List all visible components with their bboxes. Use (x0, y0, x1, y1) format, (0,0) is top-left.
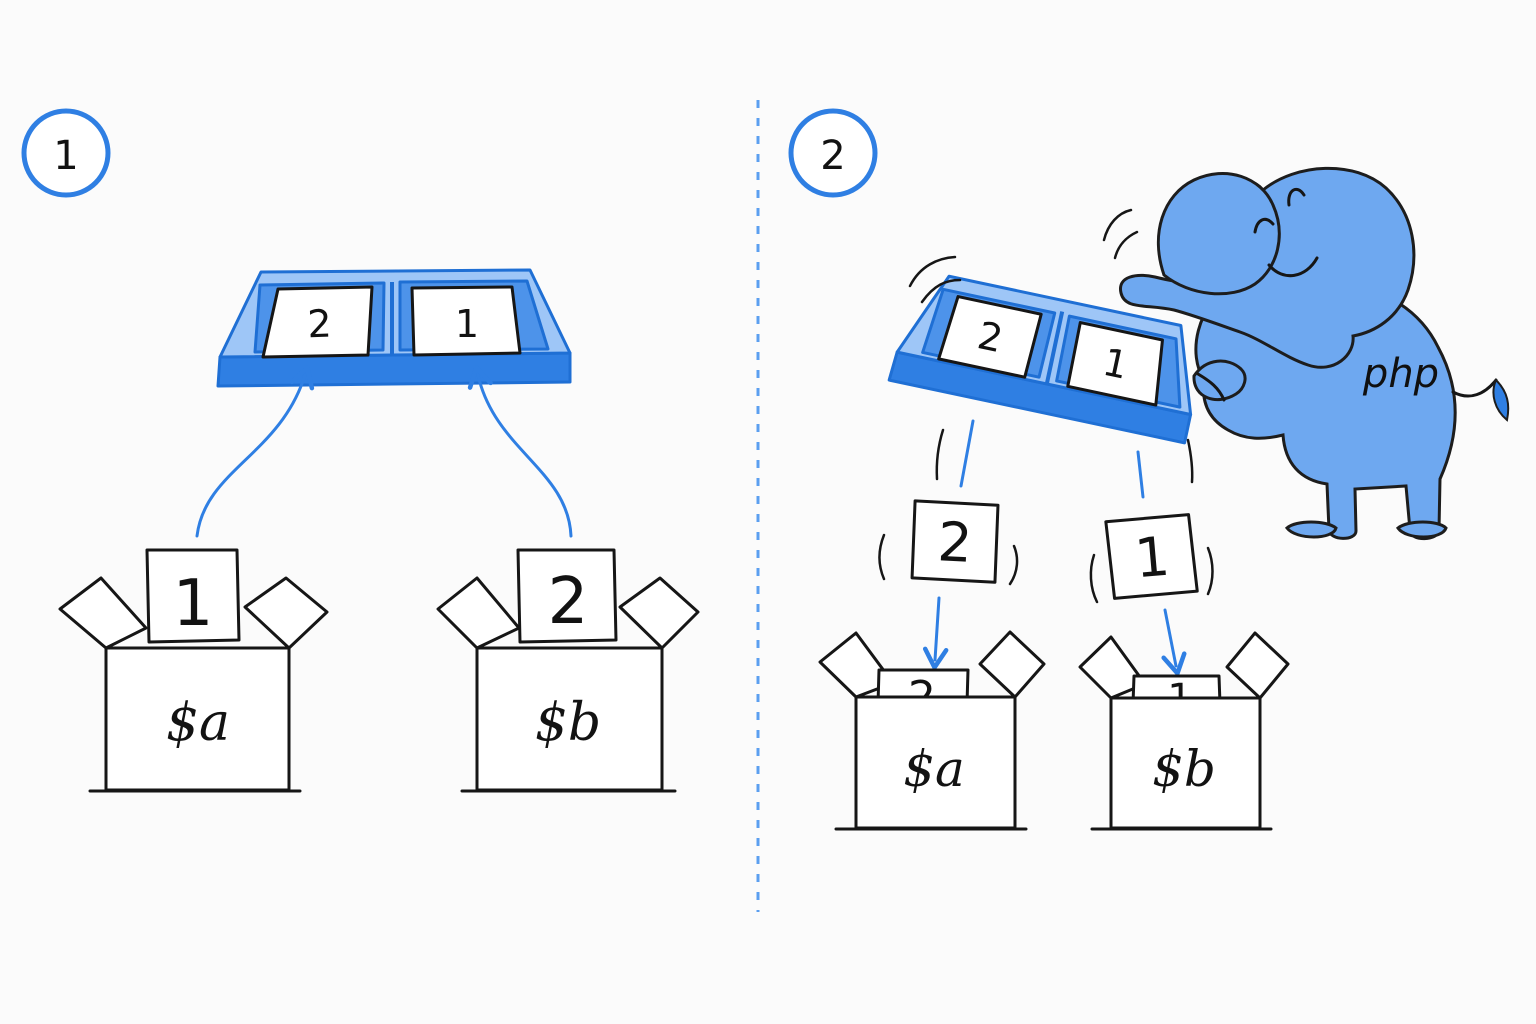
elephant-hand (1192, 359, 1247, 402)
step-1-arrow-b-to-slot-1 (467, 365, 573, 538)
step-1-panel: 1 2 1 1 $a (21, 108, 700, 793)
step-2-arrow-into-b (1161, 608, 1187, 676)
step-2-falling-card-b-value: 1 (1132, 525, 1172, 591)
elephant-foot (1395, 520, 1448, 539)
step-1-array-tray: 2 1 (216, 268, 572, 388)
step-2-falling-card-a-value: 2 (936, 510, 974, 575)
step-2-array-slot-0 (937, 295, 1043, 379)
step-1-box-a: 1 $a (58, 548, 329, 793)
elephant-foot (1284, 520, 1338, 539)
step-2-array-tray: 2 1 (887, 274, 1193, 445)
step-1-array-value-0: 2 (307, 302, 333, 347)
elephant-smile (1267, 256, 1319, 278)
elephant-label: php (1362, 351, 1439, 397)
step-2-tray-motion-mark (1102, 208, 1133, 242)
step-1-card-b (516, 548, 618, 644)
step-1-card-a (145, 548, 241, 644)
step-2-box-a: 2 $a (818, 630, 1046, 831)
php-elephant-mascot: php (1119, 166, 1510, 541)
step-2-drop-line-b (1136, 450, 1145, 499)
step-1-array-slot-0 (261, 285, 374, 359)
step-2-falling-motion-mark (1089, 553, 1099, 604)
step-2-falling-motion-mark (878, 533, 886, 581)
step-2-panel: 2 2 1 2 (788, 108, 1510, 831)
step-1-array-slot-1 (410, 285, 522, 357)
step-1-card-b-value: 2 (548, 565, 589, 639)
elephant-hand-line (1196, 372, 1226, 402)
step-1-badge: 1 (21, 108, 111, 198)
step-2-falling-card-b: 1 (1104, 513, 1199, 600)
step-1-box-b: 2 $b (436, 548, 700, 793)
elephant-eye (1253, 217, 1275, 234)
step-2-tray-motion-mark (1113, 230, 1139, 260)
step-2-falling-motion-mark (1008, 544, 1019, 586)
step-2-box-b: 1 $b (1078, 631, 1290, 831)
step-1-arrow-a-to-slot-0 (195, 365, 315, 538)
step-2-drop-line-a (959, 419, 975, 488)
step-2-tray-motion-mark (920, 278, 962, 304)
step-1-box-a-label: $a (166, 693, 230, 753)
elephant-tail (1451, 378, 1498, 398)
step-2-box-b-label: $b (1152, 740, 1216, 798)
step-2-falling-motion-mark (1206, 546, 1214, 596)
elephant-tail-tip (1492, 378, 1510, 422)
elephant-eye (1287, 187, 1306, 207)
step-2-drop-motion-mark (935, 428, 945, 481)
step-1-number: 1 (53, 133, 78, 179)
step-2-box-a-label: $a (903, 740, 965, 798)
step-2-arrow-into-a (922, 596, 949, 670)
step-1-card-a-value: 1 (173, 567, 214, 641)
step-1-box-b-label: $b (535, 693, 601, 753)
elephant-ear (1156, 172, 1281, 296)
step-2-falling-card-a: 2 (910, 499, 1000, 584)
step-2-tray-motion-mark (908, 255, 957, 288)
step-2-array-slot-1 (1066, 321, 1164, 407)
step-2-number: 2 (820, 133, 845, 179)
step-2-drop-motion-mark (1186, 438, 1194, 484)
step-2-badge: 2 (788, 108, 878, 198)
step-1-array-value-1: 1 (455, 302, 479, 346)
